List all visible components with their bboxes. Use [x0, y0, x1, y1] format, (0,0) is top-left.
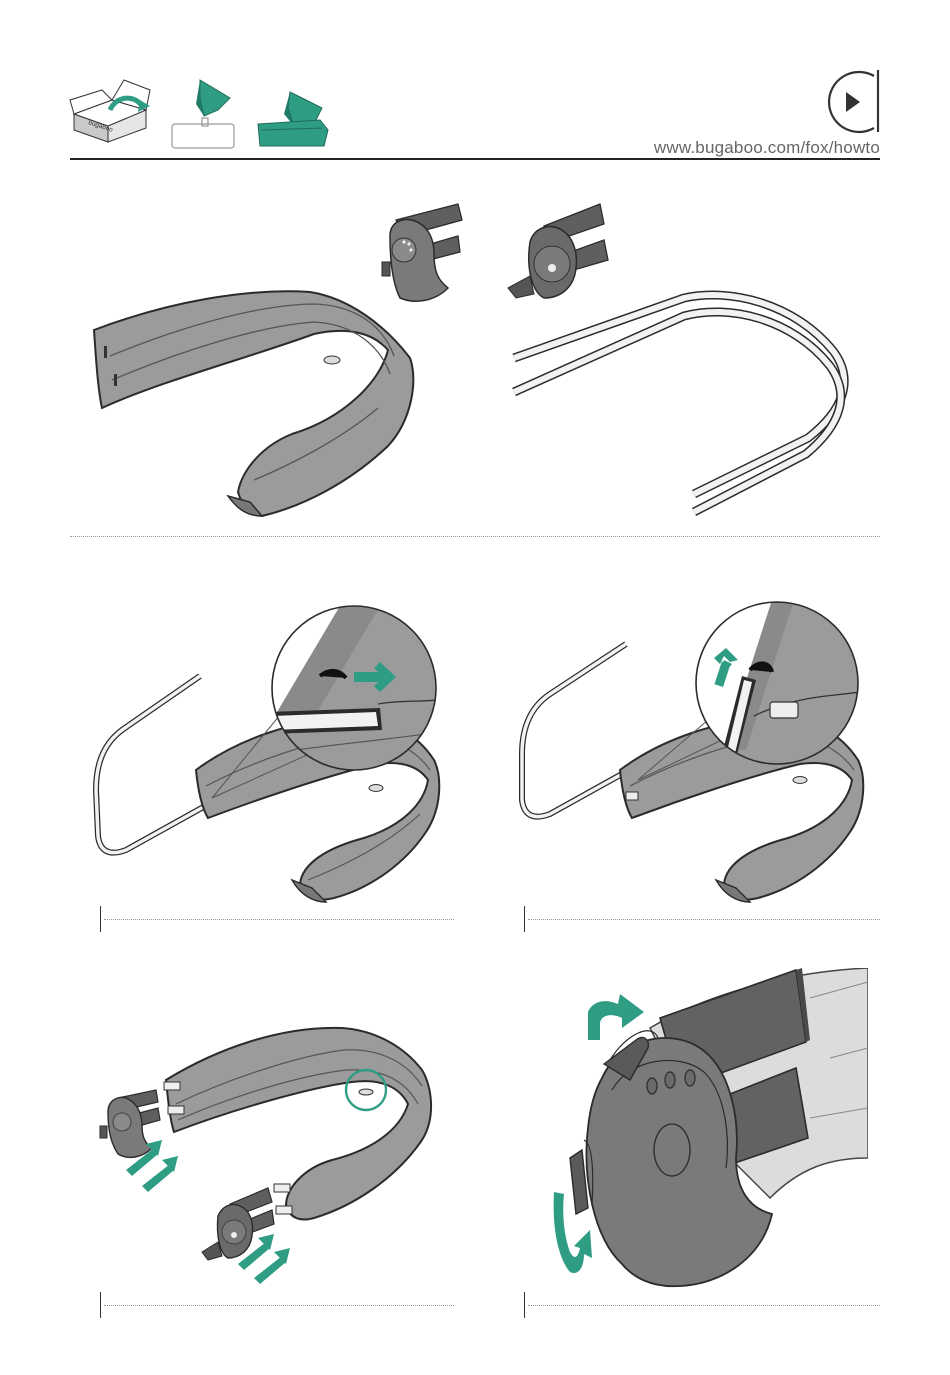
- clip-closeup: [540, 968, 868, 1290]
- step-tick: [100, 906, 101, 932]
- divider-dotted: [528, 1305, 880, 1306]
- canopy-clip-right-icon: [504, 202, 610, 302]
- zoom-circle-icon: [270, 604, 438, 772]
- canopy-bassinet-icon: [256, 90, 336, 150]
- divider-dotted: [70, 536, 880, 537]
- step-tick: [524, 906, 525, 932]
- canopy-clips-assembly: [96, 1020, 436, 1280]
- zoom-circle-icon: [694, 600, 860, 766]
- header-divider: [70, 158, 880, 160]
- canopy-wire-frame-icon: [508, 288, 858, 520]
- curved-arrow-icon: [588, 994, 644, 1040]
- divider-dotted: [104, 919, 454, 920]
- unbox-icon: bugaboo: [68, 76, 158, 144]
- howto-url[interactable]: www.bugaboo.com/fox/howto: [560, 138, 880, 158]
- step-tick: [524, 1292, 525, 1318]
- canopy-clip-left-icon: [380, 202, 466, 310]
- divider-dotted: [528, 919, 880, 920]
- canopy-fabric-icon: [88, 270, 428, 520]
- video-play-icon[interactable]: [818, 70, 884, 136]
- step-tick: [100, 1292, 101, 1318]
- canopy-seat-icon: [170, 78, 238, 150]
- divider-dotted: [104, 1305, 454, 1306]
